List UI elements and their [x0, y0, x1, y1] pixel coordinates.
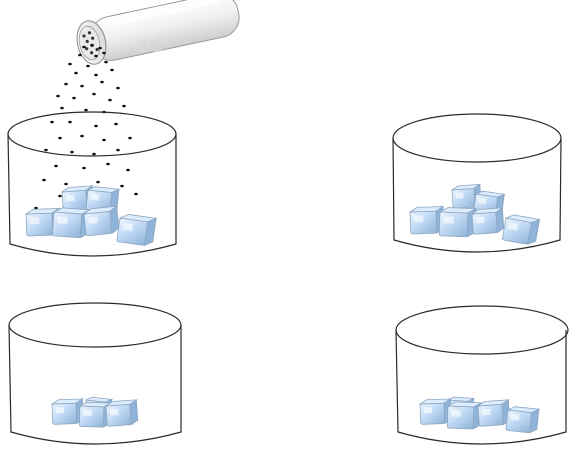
salt-grain — [64, 183, 68, 186]
salt-grain — [94, 55, 98, 58]
salt-grain — [86, 65, 90, 68]
salt-grain — [80, 135, 84, 138]
ice-cube — [410, 206, 444, 234]
salt-grain — [58, 195, 62, 198]
salt-grain — [64, 83, 68, 86]
salt-grain — [90, 44, 94, 47]
salt-grain — [72, 97, 76, 100]
salt-grain — [134, 193, 138, 196]
ice-cubes-bottom-right — [420, 397, 539, 434]
salt-grain — [50, 121, 54, 124]
ice-cube — [506, 406, 539, 434]
salt-grain — [82, 46, 86, 49]
salt-grain — [108, 99, 112, 102]
salt-grain — [70, 151, 74, 154]
salt-grain — [54, 165, 58, 168]
salt-grain — [68, 63, 72, 66]
salt-grain — [116, 87, 120, 90]
salt-grain — [92, 93, 96, 96]
salt-grain — [106, 163, 110, 166]
salt-grain — [116, 149, 120, 152]
ice-cubes-top-right — [410, 184, 540, 245]
salt-grain — [100, 81, 104, 84]
salt-grain — [60, 107, 64, 110]
salt-grain — [104, 61, 108, 64]
salt-grain — [114, 123, 118, 126]
ice-cube — [84, 206, 120, 236]
salt-grain — [94, 125, 98, 128]
salt-stream — [34, 44, 138, 210]
salt-grain — [58, 137, 62, 140]
ice-cube — [472, 208, 504, 235]
ice-cube — [502, 214, 539, 246]
ice-cube — [106, 400, 138, 427]
salt-grain — [92, 153, 96, 156]
ice-cube — [478, 400, 510, 427]
salt-grain — [82, 167, 86, 170]
salt-grain — [56, 95, 60, 98]
ice-cube — [52, 399, 84, 424]
salt-grain — [94, 74, 98, 77]
salt-shaker-icon — [73, 0, 243, 67]
salt-grain — [122, 105, 126, 108]
ice-cube — [117, 213, 156, 246]
salt-grain — [102, 52, 106, 55]
salt-grain — [96, 181, 100, 184]
ice-cube — [52, 207, 90, 238]
shaker-label: 1C — [140, 36, 163, 56]
salt-grain — [128, 137, 132, 140]
salt-grain — [68, 121, 72, 124]
salt-grain — [80, 85, 84, 88]
salt-grain — [42, 179, 46, 182]
salt-grain — [120, 185, 124, 188]
salt-grain — [84, 109, 88, 112]
salt-grain — [126, 169, 130, 172]
salt-grain — [110, 69, 114, 72]
ice-cube — [447, 402, 481, 430]
salt-grain — [102, 139, 106, 142]
ice-cube — [439, 207, 476, 237]
salt-grain — [44, 149, 48, 152]
salt-grain — [78, 54, 82, 57]
salt-grain — [74, 72, 78, 75]
ice-cube — [420, 399, 452, 424]
salt-grain — [98, 47, 102, 50]
ice-cubes-bottom-left — [52, 397, 138, 428]
